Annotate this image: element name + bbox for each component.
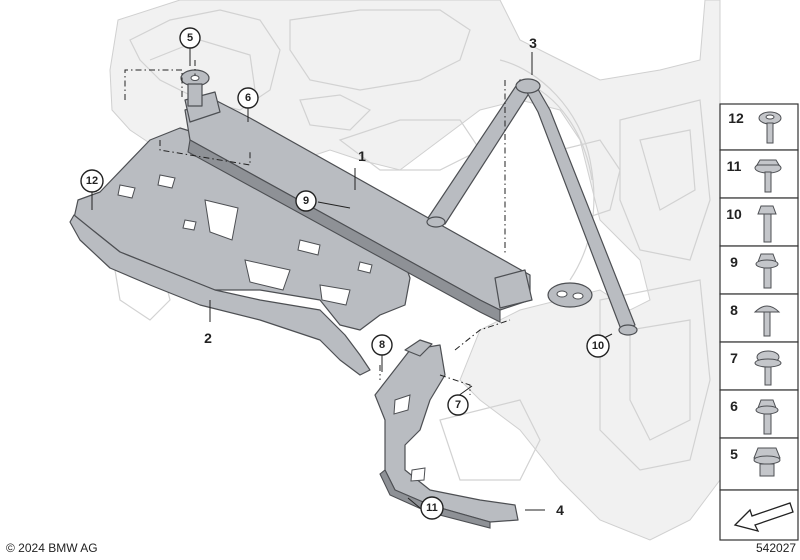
legend-num-8: 8 bbox=[730, 302, 738, 318]
bolt-10-icon bbox=[757, 205, 777, 243]
svg-text:10: 10 bbox=[592, 340, 604, 352]
part-label-2: 2 bbox=[204, 330, 212, 346]
callout-12: 12 bbox=[80, 169, 104, 193]
callout-9: 9 bbox=[295, 190, 317, 212]
part-label-3: 3 bbox=[529, 35, 537, 51]
screw-7-icon bbox=[754, 350, 782, 386]
legend-num-7: 7 bbox=[730, 350, 738, 366]
legend-num-9: 9 bbox=[730, 254, 738, 270]
legend-num-6: 6 bbox=[730, 398, 738, 414]
svg-text:7: 7 bbox=[455, 399, 461, 411]
part-3-strut bbox=[426, 78, 638, 336]
svg-text:11: 11 bbox=[426, 502, 438, 514]
callout-5: 5 bbox=[179, 27, 201, 49]
svg-text:5: 5 bbox=[187, 32, 193, 44]
direction-arrow-icon bbox=[733, 502, 794, 532]
callout-6: 6 bbox=[237, 87, 259, 109]
legend-num-10: 10 bbox=[726, 206, 742, 222]
leader-lines bbox=[91, 48, 613, 511]
copyright-text: © 2024 BMW AG bbox=[6, 541, 98, 555]
callout-10: 10 bbox=[586, 334, 610, 358]
nut-5-icon bbox=[753, 447, 781, 477]
assembly-lines bbox=[124, 60, 511, 395]
screw-8-icon bbox=[753, 305, 781, 337]
legend-num-5: 5 bbox=[730, 446, 738, 462]
legend-num-12: 12 bbox=[728, 110, 744, 126]
callouts: 5 6 7 8 9 10 11 12 bbox=[80, 27, 610, 520]
callout-7: 7 bbox=[447, 394, 469, 416]
svg-text:6: 6 bbox=[245, 92, 251, 104]
callout-8: 8 bbox=[371, 334, 393, 356]
part-1-cross-beam bbox=[180, 69, 593, 323]
bolt-9-icon bbox=[755, 253, 779, 289]
part-label-1: 1 bbox=[358, 148, 366, 164]
svg-text:12: 12 bbox=[86, 175, 98, 187]
bolt-6-icon bbox=[755, 399, 779, 435]
screw-11-icon bbox=[754, 159, 782, 193]
part-2-underbody-panel bbox=[69, 127, 411, 376]
part-label-4: 4 bbox=[556, 502, 564, 518]
part-4-bracket bbox=[374, 339, 519, 529]
diagram-number: 542027 bbox=[756, 541, 796, 555]
svg-text:9: 9 bbox=[303, 195, 309, 207]
screw-12-icon bbox=[758, 111, 782, 144]
svg-text:8: 8 bbox=[379, 339, 385, 351]
legend-num-11: 11 bbox=[727, 158, 742, 174]
callout-11: 11 bbox=[420, 496, 444, 520]
fastener-legend: 12 11 10 9 8 7 6 5 bbox=[719, 103, 799, 541]
part-labels: 1 2 3 4 bbox=[204, 35, 564, 518]
